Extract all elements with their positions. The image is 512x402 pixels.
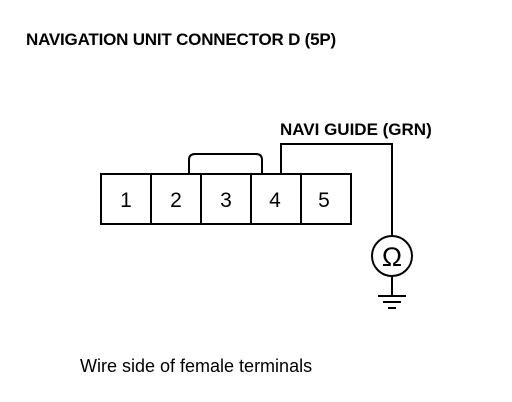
terminal-number-5: 5 <box>318 189 330 212</box>
ohm-symbol: Ω <box>382 242 402 272</box>
wire-label: NAVI GUIDE (GRN) <box>280 120 432 139</box>
connector-lock-tab <box>188 153 263 174</box>
terminal-number-3: 3 <box>220 189 232 212</box>
terminal-number-4: 4 <box>269 189 281 212</box>
terminal-number-2: 2 <box>170 189 182 212</box>
terminal-cavity-5 <box>300 173 352 225</box>
test-lead-wire <box>280 143 393 236</box>
diagram-title: NAVIGATION UNIT CONNECTOR D (5P) <box>26 30 336 49</box>
ground-icon <box>378 295 406 309</box>
connector-body <box>100 173 352 225</box>
terminal-number-1: 1 <box>120 189 132 212</box>
caption: Wire side of female terminals <box>80 356 313 376</box>
